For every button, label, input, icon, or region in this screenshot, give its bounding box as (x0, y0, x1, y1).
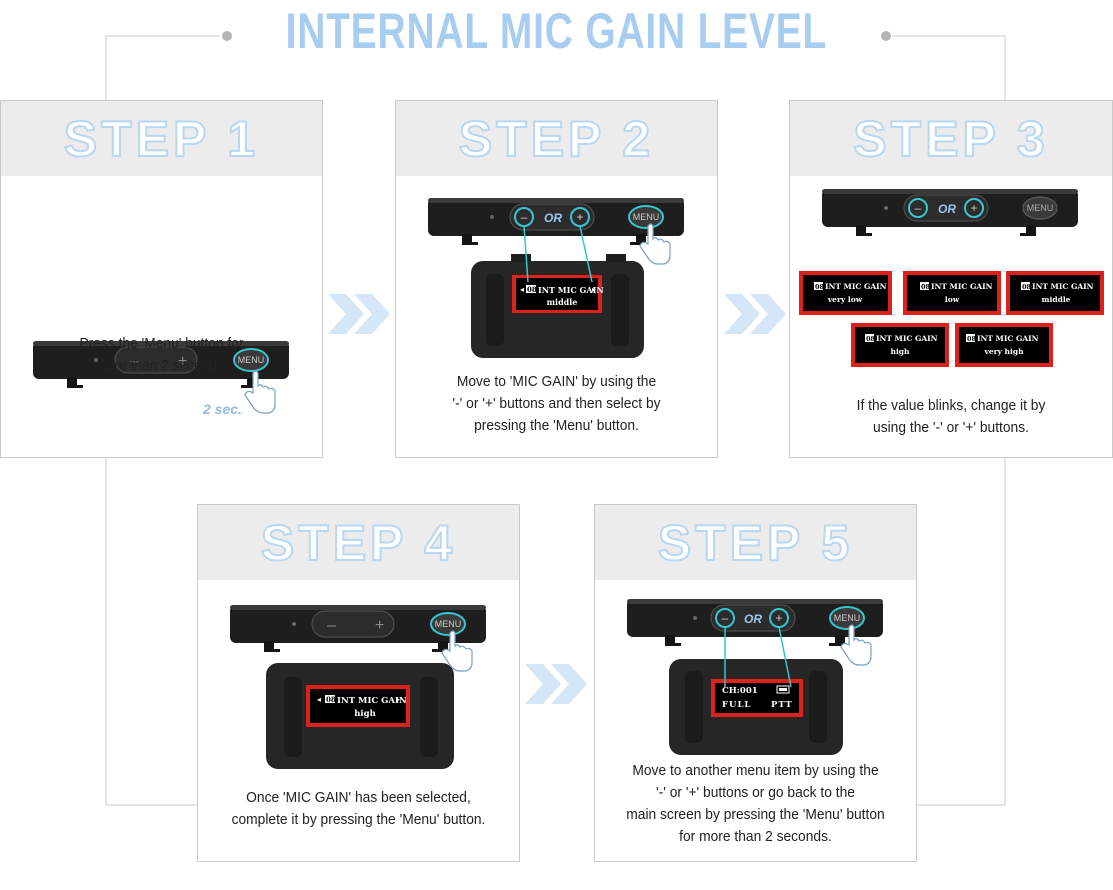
svg-text:CH:001: CH:001 (722, 686, 758, 696)
svg-text:08: 08 (866, 335, 876, 343)
finger-icon (244, 370, 276, 414)
step-5-panel: STEP 5 CH:001 FULL PTT – OR + MENU Move … (594, 504, 917, 862)
step-2-device: ◂ 08 INT MIC GAIN ▸ middle – OR + MENU (428, 198, 684, 358)
svg-text:–: – (722, 611, 729, 625)
display-very-low: 08 INT MIC GAIN very low (799, 271, 892, 315)
step-2-panel: STEP 2 ◂ 08 INT MIC GAIN ▸ middle – OR +… (395, 100, 718, 458)
svg-text:▸: ▸ (592, 284, 596, 294)
step-3-device: – OR + MENU (822, 189, 1078, 236)
display-title: INT MIC GAIN (538, 285, 604, 295)
svg-text:very low: very low (827, 295, 863, 304)
svg-text:middle: middle (1042, 295, 1071, 304)
menu-button-label: MENU (238, 355, 265, 365)
svg-text:low: low (945, 295, 960, 304)
svg-text:+: + (970, 201, 977, 215)
chevron-arrow-icon (328, 294, 390, 334)
chevron-arrow-icon (525, 664, 587, 704)
gain-value-displays: 08 INT MIC GAIN very low 08 INT MIC GAIN… (799, 271, 1104, 367)
step-3-caption: If the value blinks, change it by using … (856, 397, 1046, 436)
display-very-high: 08 INT MIC GAIN very high (955, 323, 1053, 367)
svg-text:MENU: MENU (435, 619, 462, 629)
step-3-panel: STEP 3 – OR + MENU 08 INT MIC GAIN very … (789, 100, 1113, 458)
svg-text:INT MIC GAIN: INT MIC GAIN (876, 334, 938, 343)
svg-text:08: 08 (527, 285, 537, 294)
step-1-device: – + MENU 2 sec. (33, 341, 289, 417)
svg-text:OR: OR (938, 202, 956, 216)
svg-text:MENU: MENU (633, 212, 660, 222)
svg-text:INT MIC GAIN: INT MIC GAIN (977, 334, 1039, 343)
svg-text:high: high (891, 347, 911, 356)
step-1-caption: Press the 'Menu' button for more than 2 … (79, 335, 244, 374)
svg-text:08: 08 (1022, 283, 1032, 291)
step-2-heading: STEP 2 (396, 101, 717, 176)
step-5-heading: STEP 5 (595, 505, 916, 580)
svg-text:INT MIC GAIN: INT MIC GAIN (931, 282, 993, 291)
svg-text:08: 08 (815, 283, 825, 291)
svg-text:08: 08 (967, 335, 977, 343)
svg-text:INT MIC GAIN: INT MIC GAIN (825, 282, 887, 291)
svg-text:–: – (327, 617, 336, 634)
hold-duration-label: 2 sec. (202, 401, 242, 417)
svg-text:08: 08 (326, 695, 336, 704)
finger-icon (639, 223, 671, 265)
svg-text:OR: OR (544, 211, 562, 225)
svg-text:OR: OR (744, 612, 762, 626)
step-2-caption: Move to 'MIC GAIN' by using the '-' or '… (452, 373, 661, 434)
svg-text:MENU: MENU (834, 613, 861, 623)
step-4-heading: STEP 4 (198, 505, 519, 580)
display-middle: 08 INT MIC GAIN middle (1006, 271, 1104, 315)
step-4-panel: STEP 4 ◂ 08 INT MIC GAIN ▸ high – + MENU… (197, 504, 520, 862)
svg-text:INT MIC GAIN: INT MIC GAIN (337, 696, 407, 706)
svg-text:PTT: PTT (771, 700, 793, 710)
step-4-caption: Once 'MIC GAIN' has been selected, compl… (231, 789, 486, 828)
svg-text:–: – (521, 210, 528, 224)
svg-text:INT MIC GAIN: INT MIC GAIN (1032, 282, 1094, 291)
page-title: INTERNAL MIC GAIN LEVEL (285, 3, 828, 59)
display-high: 08 INT MIC GAIN high (851, 323, 949, 367)
svg-text:high: high (354, 709, 376, 719)
finger-icon (840, 624, 872, 666)
step-4-device: ◂ 08 INT MIC GAIN ▸ high – + MENU (230, 605, 486, 769)
step-1-heading: STEP 1 (1, 101, 322, 176)
svg-text:FULL: FULL (722, 700, 751, 710)
svg-text:+: + (375, 617, 384, 634)
chevron-arrow-icon (724, 294, 786, 334)
plus-label: + (178, 353, 187, 370)
step-5-caption: Move to another menu item by using the '… (626, 762, 885, 845)
finger-icon (441, 630, 473, 672)
svg-text:+: + (775, 611, 782, 625)
svg-text:◂: ◂ (520, 284, 524, 294)
display-low: 08 INT MIC GAIN low (903, 271, 1001, 315)
svg-text:08: 08 (921, 283, 931, 291)
svg-text:▸: ▸ (396, 694, 400, 704)
minus-label: – (130, 353, 139, 370)
step-1-panel: STEP 1 – + MENU 2 sec. Press the 'Menu' … (0, 100, 323, 458)
svg-text:–: – (915, 201, 922, 215)
svg-text:+: + (576, 210, 583, 224)
svg-text:◂: ◂ (317, 694, 321, 704)
step-5-device: CH:001 FULL PTT – OR + MENU (627, 599, 883, 755)
step-3-heading: STEP 3 (790, 101, 1112, 176)
svg-text:very high: very high (983, 347, 1024, 356)
display-value: middle (547, 297, 578, 307)
svg-text:MENU: MENU (1027, 203, 1054, 213)
